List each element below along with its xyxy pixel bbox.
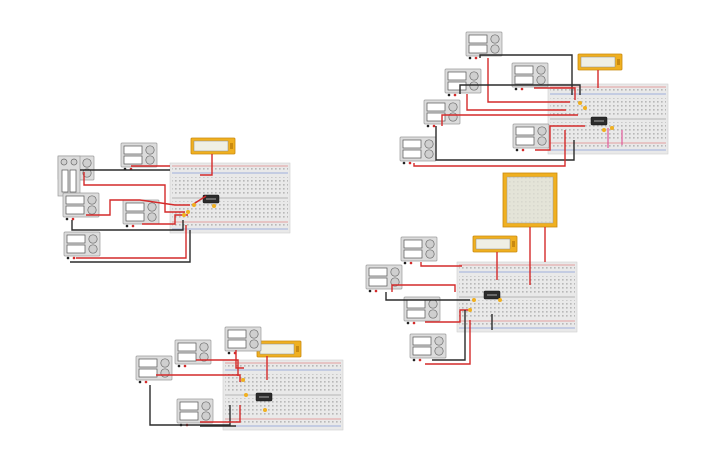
- ic-chip-bottom: [255, 392, 273, 402]
- power-supply-bottom-2: [174, 339, 212, 368]
- power-supply-tr-3: [511, 62, 549, 91]
- power-supply-bottom-1: [135, 355, 173, 384]
- lcd-display-bottom: [256, 340, 302, 358]
- power-supply-br-1: [400, 236, 438, 265]
- power-supply-tr-2: [444, 68, 482, 97]
- lcd-display-bottom-right: [472, 235, 518, 253]
- ic-chip-top-right: [590, 116, 608, 126]
- ic-chip-bottom-right: [483, 290, 501, 300]
- power-supply-left-3: [62, 192, 100, 221]
- power-supply-br-3: [403, 296, 441, 325]
- power-supply-left-5: [63, 231, 101, 260]
- power-supply-left-4: [122, 199, 160, 228]
- circuit-bottom: [135, 326, 344, 431]
- breadboard-left: [169, 162, 291, 234]
- circuit-left: [57, 137, 291, 263]
- lcd-display-left: [190, 137, 236, 155]
- power-supply-br-4: [409, 333, 447, 362]
- power-supply-tr-5: [512, 123, 550, 152]
- circuit-bottom-right: [365, 172, 578, 365]
- power-supply-bottom-3: [224, 326, 262, 355]
- power-supply-tr-6: [399, 136, 437, 165]
- circuit-top-right: [399, 31, 669, 167]
- lcd-display-top-right: [577, 53, 623, 71]
- power-supply-br-2: [365, 264, 403, 293]
- breadboard-bottom: [222, 359, 344, 431]
- breadboard-bottom-right: [456, 261, 578, 333]
